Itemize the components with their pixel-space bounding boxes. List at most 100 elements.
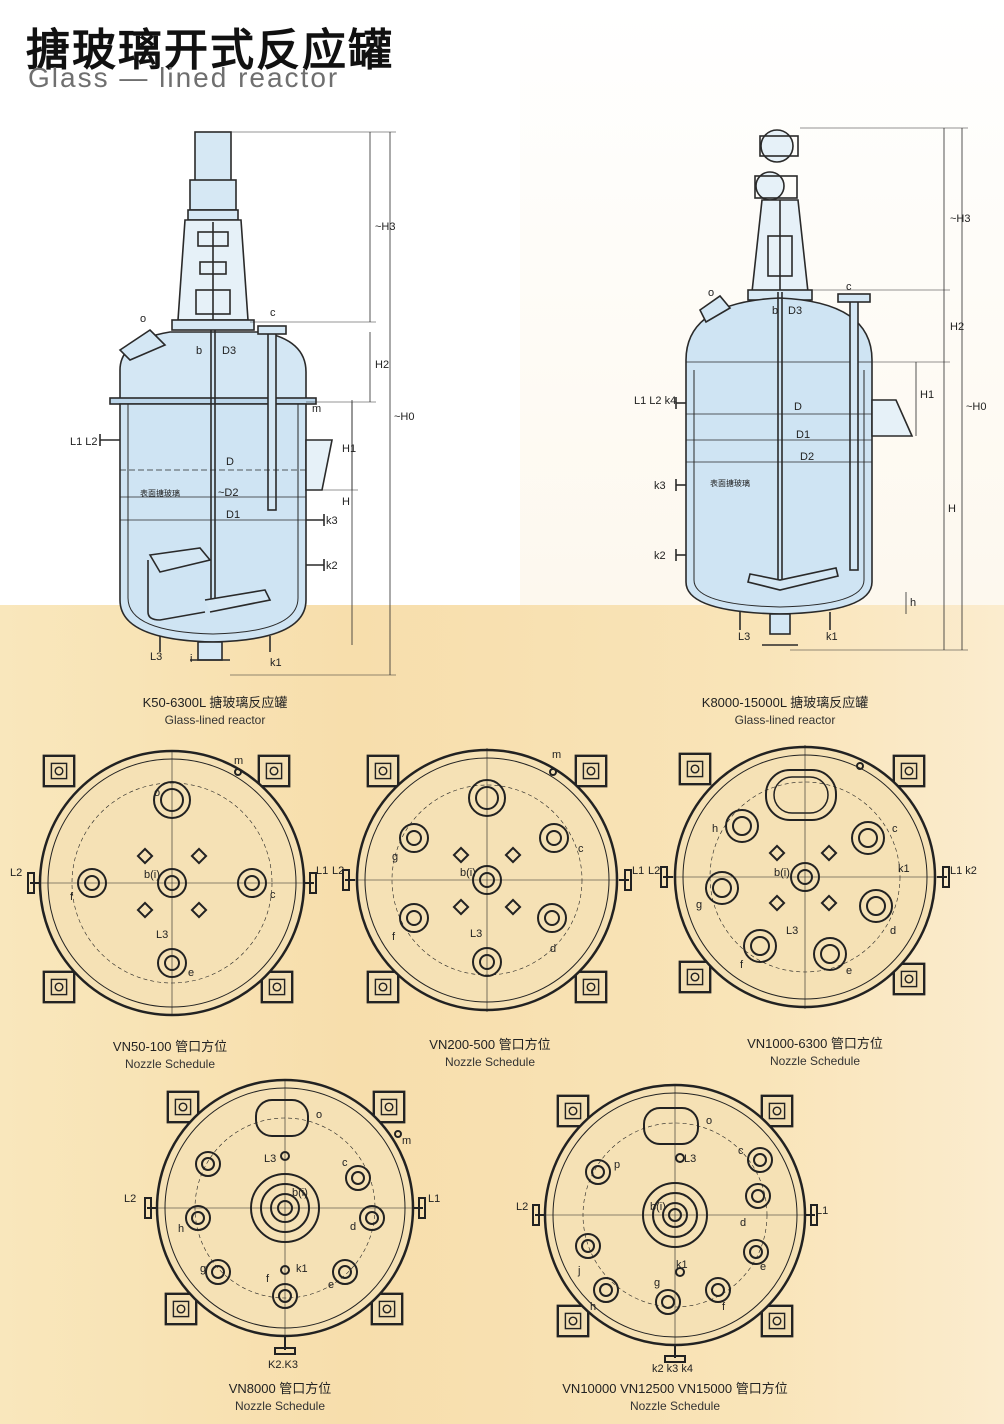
label-l2: L2 xyxy=(648,865,660,877)
label-c: c xyxy=(578,843,584,855)
label-l3: L3 xyxy=(786,925,798,937)
label-o: o xyxy=(706,1115,712,1127)
reactor-2-caption-cn: K8000-15000L 搪玻璃反应罐 xyxy=(701,695,869,710)
label-d: d xyxy=(740,1217,746,1229)
label-p: p xyxy=(614,1159,620,1171)
nozzle-schedule-vn50-100 xyxy=(27,749,317,1017)
label-d2: D2 xyxy=(800,451,814,463)
label-c: c xyxy=(892,823,898,835)
label-c: c xyxy=(738,1145,744,1157)
schedule-2-caption: VN200-500 管口方位 Nozzle Schedule xyxy=(400,1034,580,1069)
reactor-k50-labels: o b D3 c ~H3 H2 H1 ~H0 H L1 L2 m D ~D2 D… xyxy=(70,221,415,669)
label-o: o xyxy=(708,287,714,299)
label-l1: L1 xyxy=(316,865,328,877)
label-h3: ~H3 xyxy=(950,213,971,225)
reactor-k50-6300 xyxy=(99,131,396,676)
schedule-4-caption-cn: VN8000 管口方位 xyxy=(228,1381,332,1396)
label-o: o xyxy=(316,1109,322,1121)
label-l3: L3 xyxy=(264,1153,276,1165)
label-d3: D3 xyxy=(222,345,236,357)
reactor-1-caption-en: Glass-lined reactor xyxy=(164,713,266,727)
schedule-1-caption-en: Nozzle Schedule xyxy=(124,1057,216,1071)
label-e: e xyxy=(188,967,194,979)
label-b: b(i) xyxy=(460,867,476,879)
label-m: m xyxy=(312,403,321,415)
label-c: c xyxy=(846,281,852,293)
label-h0: ~H0 xyxy=(394,411,415,423)
vn10000-labels: o L3 p c L2 L1 b(i) j d k1 e h g f k2 k3… xyxy=(516,1115,828,1375)
reactor-k8000-labels: o b D3 c ~H3 H2 H1 ~H0 H h L1 L2 k4 D D1… xyxy=(634,213,987,643)
label-h2: H2 xyxy=(375,359,389,371)
label-g: g xyxy=(696,899,702,911)
vn1000-labels: L2 L1 k2 h g b(i) k1 c d f e L3 xyxy=(648,823,977,977)
label-b: b xyxy=(772,305,778,317)
schedule-1-caption: VN50-100 管口方位 Nozzle Schedule xyxy=(80,1036,260,1071)
label-h3: ~H3 xyxy=(375,221,396,233)
label-h: h xyxy=(590,1301,596,1313)
label-lining: 表面搪玻璃 xyxy=(710,478,750,488)
label-h1: H1 xyxy=(920,389,934,401)
label-l1: L1 xyxy=(632,865,644,877)
label-h0: ~H0 xyxy=(966,401,987,413)
label-hsmall: h xyxy=(910,597,916,609)
label-b: b(i) xyxy=(144,869,160,881)
label-d1: D1 xyxy=(226,509,240,521)
label-k2: k2 xyxy=(654,550,666,562)
label-f: f xyxy=(266,1273,270,1285)
label-f: f xyxy=(392,931,396,943)
label-b: b(i) xyxy=(292,1187,308,1199)
label-k1: k1 xyxy=(270,657,282,669)
reactor-k8000-15000 xyxy=(675,127,968,651)
label-l3: L3 xyxy=(684,1153,696,1165)
schedule-1-caption-cn: VN50-100 管口方位 xyxy=(112,1039,228,1054)
label-l2: L2 xyxy=(332,865,344,877)
label-l1l2k4: L1 L2 k4 xyxy=(634,395,676,407)
label-g: g xyxy=(200,1263,206,1275)
reactor-2-caption: K8000-15000L 搪玻璃反应罐 Glass-lined reactor xyxy=(660,692,910,727)
vn8000-labels: o m L3 c L2 L1 b(i) h d g k1 f e K2.K3 xyxy=(124,1109,440,1371)
label-d2: ~D2 xyxy=(218,487,239,499)
label-l1l2: L1 L2 xyxy=(70,436,98,448)
label-d: D xyxy=(226,456,234,468)
schedule-5-caption: VN10000 VN12500 VN15000 管口方位 Nozzle Sche… xyxy=(540,1378,810,1413)
label-c: c xyxy=(270,889,276,901)
label-h2: H2 xyxy=(950,321,964,333)
label-d: d xyxy=(550,943,556,955)
label-l1k2: L1 k2 xyxy=(950,865,977,877)
label-l1: L1 xyxy=(816,1205,828,1217)
label-f: f xyxy=(722,1301,726,1313)
label-l3: L3 xyxy=(470,928,482,940)
schedule-4-caption-en: Nozzle Schedule xyxy=(234,1399,326,1413)
label-m: m xyxy=(552,749,561,761)
label-k1: k1 xyxy=(676,1259,688,1271)
label-f: f xyxy=(70,891,74,903)
label-l3: L3 xyxy=(156,929,168,941)
reactor-1-caption: K50-6300L 搪玻璃反应罐 Glass-lined reactor xyxy=(100,692,330,727)
label-g: g xyxy=(392,851,398,863)
reactor-2-caption-en: Glass-lined reactor xyxy=(734,713,836,727)
label-l3: L3 xyxy=(150,651,162,663)
label-d1: D1 xyxy=(796,429,810,441)
label-f: f xyxy=(740,959,744,971)
schedule-5-caption-cn: VN10000 VN12500 VN15000 管口方位 xyxy=(562,1381,788,1396)
vn200-labels: m L1 L2 g c b(i) f d L3 xyxy=(332,749,644,955)
label-d: d xyxy=(890,925,896,937)
schedule-2-caption-cn: VN200-500 管口方位 xyxy=(429,1037,551,1052)
label-k2k3k4: k2 k3 k4 xyxy=(652,1363,693,1375)
label-c: c xyxy=(342,1157,348,1169)
label-b: b xyxy=(196,345,202,357)
label-h: H xyxy=(342,496,350,508)
label-k3: k3 xyxy=(654,480,666,492)
label-l2: L2 xyxy=(124,1193,136,1205)
nozzle-schedule-vn1000-6300 xyxy=(660,745,950,1009)
label-l2: L2 xyxy=(10,867,22,879)
label-lining: 表面搪玻璃 xyxy=(140,488,180,498)
label-d: d xyxy=(350,1221,356,1233)
vn50-labels: o m L1 L2 b(i) f c L3 e xyxy=(10,755,328,979)
label-k1: k1 xyxy=(826,631,838,643)
nozzle-schedule-vn10000-15000 xyxy=(532,1083,818,1363)
label-l3: L3 xyxy=(738,631,750,643)
label-h: H xyxy=(948,503,956,515)
label-g: g xyxy=(654,1277,660,1289)
